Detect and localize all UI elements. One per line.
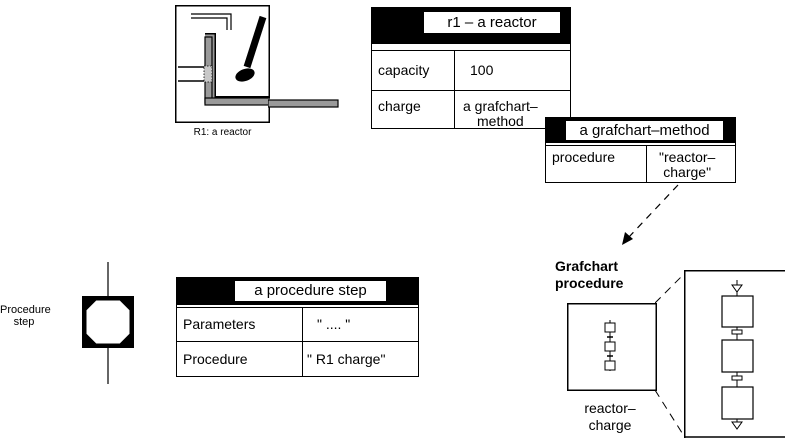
step-table: a procedure step Parameters " .... " Pro… [176,277,419,377]
reactor-row-capacity: capacity 100 [372,50,570,90]
grafchart-procedure-caption: reactor– charge [584,400,636,433]
charge-key: charge [378,98,421,114]
grafchart-procedure-box [567,303,657,391]
zoom-lines [655,273,685,437]
capacity-key: capacity [378,62,430,78]
parameters-key: Parameters [183,316,256,332]
reactor-outlet-pipe [268,99,339,108]
procedure-value: " R1 charge" [307,351,386,367]
charge-value: a grafchart– method [463,98,538,129]
method-row-procedure: procedure "reactor– charge" [546,145,735,182]
procedure-step-symbol [82,262,134,384]
step-table-title: a procedure step [235,281,386,301]
method-table-title: a grafchart–method [566,121,723,140]
reactor-row-charge: charge a grafchart– method [372,90,570,128]
method-procedure-value: "reactor– charge" [659,149,716,180]
procedure-step-label: Procedure step [0,304,51,328]
reactor-icon [175,5,270,123]
enlarged-grafchart [684,270,785,438]
reactor-table-title: r1 – a reactor [424,12,560,33]
dashed-arrow [622,184,679,245]
method-table: a grafchart–method procedure "reactor– c… [545,117,736,183]
grafchart-procedure-title: Grafchart procedure [555,258,624,291]
reactor-caption: R1: a reactor [193,127,252,138]
step-row-parameters: Parameters " .... " [177,307,418,341]
parameters-value: " .... " [317,316,351,332]
procedure-key: Procedure [183,351,248,367]
capacity-value: 100 [470,62,494,78]
method-procedure-key: procedure [552,149,616,165]
reactor-table: r1 – a reactor capacity 100 charge a gra… [371,7,571,129]
step-row-procedure: Procedure " R1 charge" [177,341,418,376]
